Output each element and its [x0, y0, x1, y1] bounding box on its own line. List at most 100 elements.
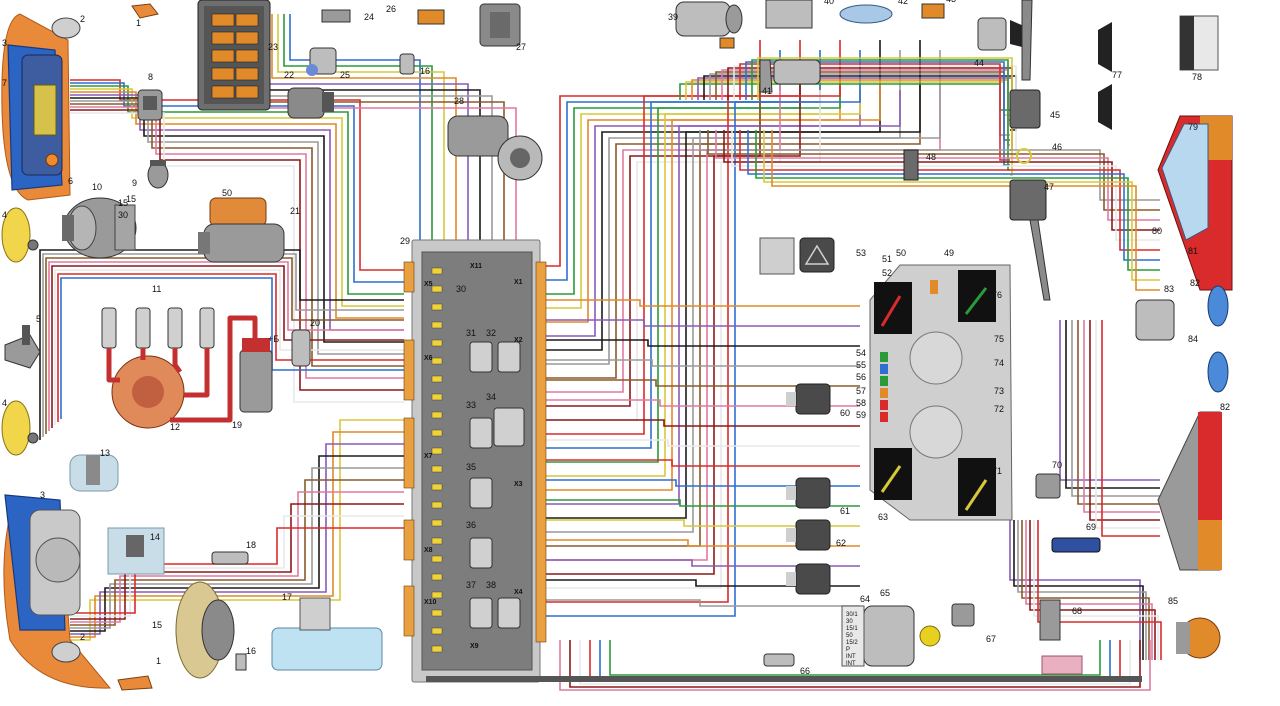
component-26 — [417, 9, 445, 25]
ign-term-7: INT — [846, 661, 856, 667]
reverse-lamp-lower — [1207, 351, 1229, 393]
component-22 — [287, 87, 334, 119]
connector-x9: X9 — [470, 643, 479, 650]
fuse-slot — [431, 447, 443, 455]
ign-term-5: P — [846, 647, 850, 653]
component-label-3-2: 3 — [40, 490, 45, 500]
switch-64 — [786, 563, 831, 595]
block-connector — [403, 261, 415, 293]
block-connector — [535, 261, 547, 643]
ign-term-0: 30/1 — [846, 612, 858, 618]
wire-grey — [1017, 520, 1147, 660]
component-label-74: 74 — [994, 358, 1004, 368]
component-label-46: 46 — [1052, 142, 1062, 152]
component-label-5: 5 — [36, 314, 41, 324]
component-40 — [765, 0, 813, 29]
wire-grey — [70, 100, 404, 355]
component-label-8: 8 — [148, 72, 153, 82]
relay-8 — [137, 89, 163, 121]
component-label-55: 55 — [856, 360, 866, 370]
relay-block-53 — [759, 237, 795, 275]
component-labels: 1122334456789101112131415151616171819202… — [2, 0, 1230, 676]
component-label-79: 79 — [1188, 122, 1198, 132]
fuse-slot — [431, 339, 443, 347]
connector-x4: X4 — [514, 589, 523, 596]
component-label-76: 76 — [992, 290, 1002, 300]
wire-red — [739, 130, 1160, 251]
wire-pink — [1025, 520, 1153, 660]
wire-green — [755, 130, 1160, 271]
wire-white — [579, 640, 1131, 685]
ignition-coil — [239, 338, 273, 413]
lamp-69 — [1051, 537, 1101, 553]
component-label-28: 28 — [454, 96, 464, 106]
wire-green — [679, 83, 1010, 111]
fuse-slot — [431, 321, 443, 329]
component-label-80: 80 — [1152, 226, 1162, 236]
fuse-slot — [431, 501, 443, 509]
side-indicator-lower — [51, 641, 81, 663]
connector-x11: X11 — [470, 263, 482, 270]
fuse-slot — [431, 267, 443, 275]
relay-31 — [469, 341, 493, 373]
horn — [4, 325, 41, 369]
wire-brown — [1077, 320, 1160, 505]
component-label-84: 84 — [1188, 334, 1198, 344]
lamp-85 — [1176, 617, 1221, 659]
fuse-slot — [431, 375, 443, 383]
fuse-slot — [431, 609, 443, 617]
ignition-switch — [841, 605, 941, 667]
steering-column-switch — [1009, 0, 1051, 301]
component-label-15-2: 15 — [152, 620, 162, 630]
cooling-fan — [175, 581, 235, 679]
wire-orange — [771, 130, 1160, 291]
component-label-71: 71 — [992, 466, 1002, 476]
connector-x8: X8 — [424, 547, 433, 554]
component-label-14: 14 — [150, 532, 160, 542]
wire-yellow — [757, 57, 1013, 176]
component-label-85: 85 — [1168, 596, 1178, 606]
wire-brown — [45, 257, 404, 434]
left-headlight-lower — [3, 494, 112, 689]
component-label-59: 59 — [856, 410, 866, 420]
wire-yellow — [546, 519, 860, 527]
component-label-68: 68 — [1072, 606, 1082, 616]
wire-grey — [1071, 320, 1160, 497]
component-label-25: 25 — [340, 70, 350, 80]
switch-61 — [786, 477, 831, 509]
wire-yellow — [277, 14, 445, 240]
component-label-57: 57 — [856, 386, 866, 396]
wire-black — [546, 339, 860, 347]
relay-33 — [469, 417, 493, 449]
fuse-slot — [431, 519, 443, 527]
wire-red — [70, 527, 404, 614]
wire-pink — [546, 399, 860, 407]
side-indicator-upper — [51, 17, 81, 39]
connector-x6: X6 — [424, 355, 433, 362]
component-label-60: 60 — [840, 408, 850, 418]
relay-35 — [469, 477, 493, 509]
wiper-motor — [447, 115, 543, 181]
wire-black — [546, 40, 921, 519]
wire-orange — [546, 539, 860, 547]
component-44 — [977, 17, 1026, 51]
component-label-32: 32 — [486, 328, 496, 338]
wire-grey — [70, 467, 404, 629]
component-label-13: 13 — [100, 448, 110, 458]
reverse-lamp-upper — [1207, 285, 1229, 327]
sensor-16-bottom — [235, 653, 247, 671]
component-label-44: 44 — [974, 58, 984, 68]
component-label-77: 77 — [1112, 70, 1122, 80]
wire-violet — [546, 319, 860, 327]
wire-blue — [745, 61, 1010, 166]
component-83 — [1135, 299, 1175, 341]
component-label-62: 62 — [836, 538, 846, 548]
coolant-reservoir-17 — [271, 597, 383, 671]
component-label-11: 11 — [152, 284, 161, 294]
wire-pink — [715, 130, 1160, 221]
wire-red — [1037, 520, 1162, 660]
wire-red — [546, 459, 860, 467]
wire-white — [1033, 520, 1159, 660]
spark-plugs — [101, 307, 215, 349]
